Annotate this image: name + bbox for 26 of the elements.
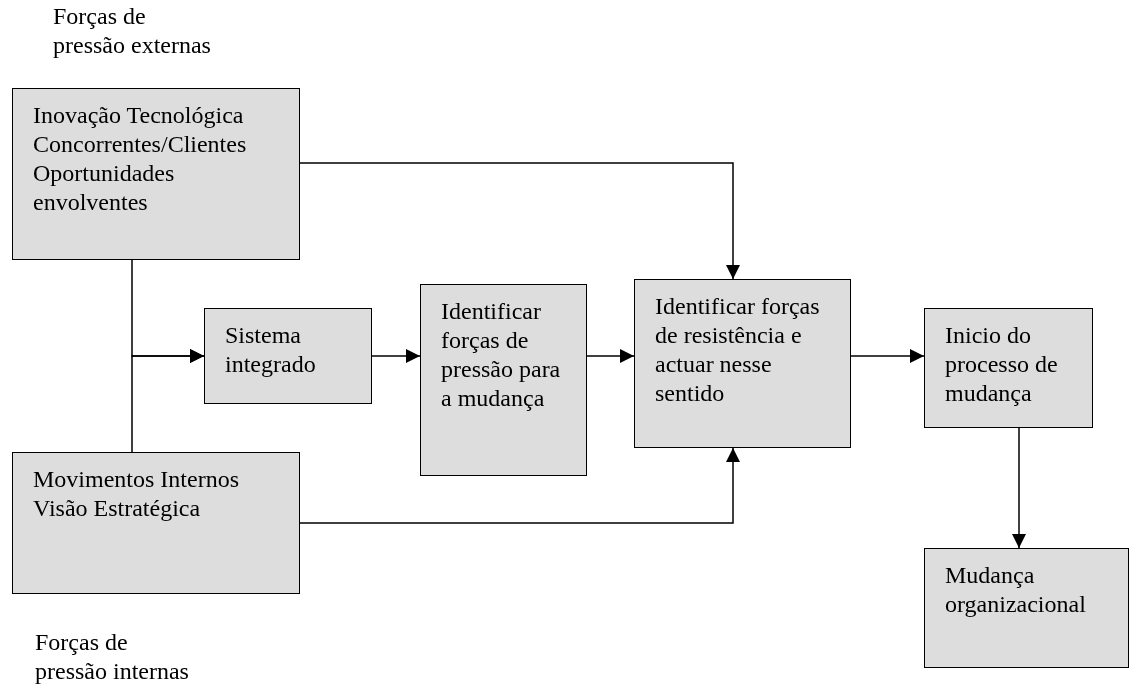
box-text: Identificar forças de pressão para a mudança — [441, 297, 562, 413]
group-caption: Forças de pressão internas — [35, 628, 190, 686]
box-text: Mudança organizacional — [945, 561, 1087, 619]
process-box — [204, 308, 372, 404]
arrow — [586, 349, 635, 363]
box-text: Concorrentes/Clientes — [33, 130, 248, 159]
process-box — [12, 452, 300, 594]
arrow — [371, 349, 421, 363]
process-box — [12, 88, 300, 260]
process-box — [634, 279, 851, 448]
arrow — [299, 447, 740, 524]
process-box — [420, 284, 587, 476]
arrow — [1012, 427, 1026, 549]
arrow — [131, 349, 205, 453]
box-text: Identificar forças de resistência e actuar nesse sentido — [655, 292, 821, 408]
box-text: Inicio do processo de mudança — [945, 321, 1059, 408]
process-box — [924, 308, 1093, 428]
box-text: Visão Estratégica — [33, 494, 202, 523]
arrow — [850, 349, 925, 363]
group-caption: Forças de pressão externas — [53, 2, 212, 60]
box-text: Sistema integrado — [225, 321, 317, 379]
box-text: Movimentos Internos — [33, 465, 240, 494]
box-text: Oportunidades envolventes — [33, 159, 176, 217]
process-box — [924, 548, 1129, 668]
box-text: Inovação Tecnológica — [33, 101, 245, 130]
arrow — [299, 162, 740, 280]
